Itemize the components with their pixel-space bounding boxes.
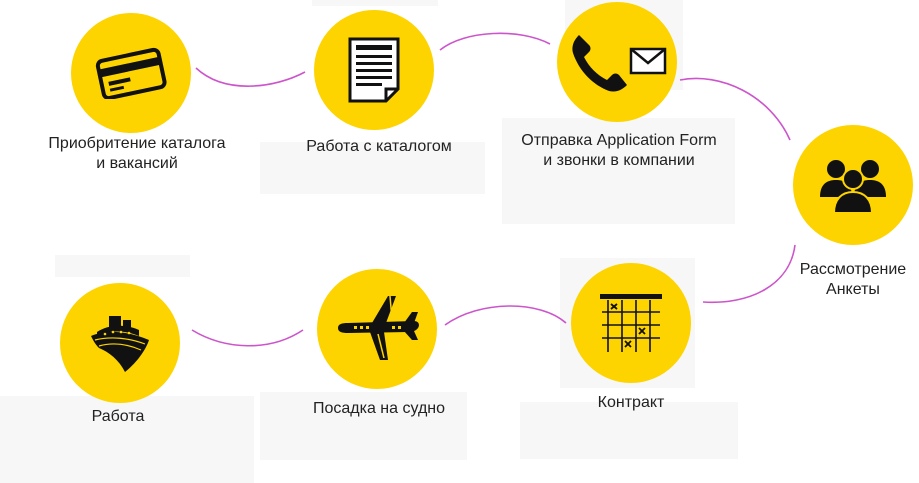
step-1-label-line2: и вакансий xyxy=(96,155,178,172)
step-6-label-line1: Посадка на судно xyxy=(312,400,446,417)
connector-1-2 xyxy=(195,67,306,87)
background-panel xyxy=(520,402,738,459)
airplane-icon xyxy=(332,294,422,364)
connector-2-3 xyxy=(439,32,551,51)
step-1-label-line1: Приобритение каталога xyxy=(48,135,226,152)
step-1-circle xyxy=(71,13,191,133)
step-7-label-line1: Работа xyxy=(91,408,145,425)
background-panel xyxy=(55,255,190,277)
document-icon xyxy=(344,35,404,105)
step-2-label-line1: Работа с каталогом xyxy=(306,138,452,155)
step-4-label: Рассмотрение Анкеты xyxy=(788,260,918,300)
step-4-label-line1: Рассмотрение xyxy=(799,261,907,278)
step-2-circle xyxy=(314,10,434,130)
table-icon xyxy=(598,290,664,356)
background-panel xyxy=(312,0,438,6)
step-6-circle xyxy=(317,269,437,389)
step-3-label-line2: и звонки в компании xyxy=(543,152,695,169)
connector-5-6 xyxy=(444,305,567,326)
people-icon xyxy=(818,155,888,215)
ship-icon xyxy=(85,308,155,378)
background-panel xyxy=(260,142,485,194)
phone-mail-icon xyxy=(567,27,667,97)
step-2-label: Работа с каталогом xyxy=(279,137,479,157)
connector-6-7 xyxy=(191,329,304,347)
step-6-label: Посадка на судно xyxy=(279,399,479,419)
step-1-label: Приобритение каталога и вакансий xyxy=(30,134,244,174)
connector-4-5 xyxy=(702,244,796,304)
step-7-label: Работа xyxy=(60,407,176,427)
step-3-label-line1: Отправка Application Form xyxy=(521,132,717,149)
credit-card-icon xyxy=(95,47,167,99)
step-3-label: Отправка Application Form и звонки в ком… xyxy=(497,131,741,171)
step-5-label-line1: Контракт xyxy=(597,394,665,411)
step-4-circle xyxy=(793,125,913,245)
step-3-circle xyxy=(557,2,677,122)
background-panel xyxy=(502,118,735,224)
connector-3-4 xyxy=(679,77,791,141)
background-panel xyxy=(260,392,467,460)
step-7-circle xyxy=(60,283,180,403)
step-5-label: Контракт xyxy=(563,393,699,413)
step-5-circle xyxy=(571,263,691,383)
background-panel xyxy=(0,396,254,483)
step-4-label-line2: Анкеты xyxy=(826,281,880,298)
